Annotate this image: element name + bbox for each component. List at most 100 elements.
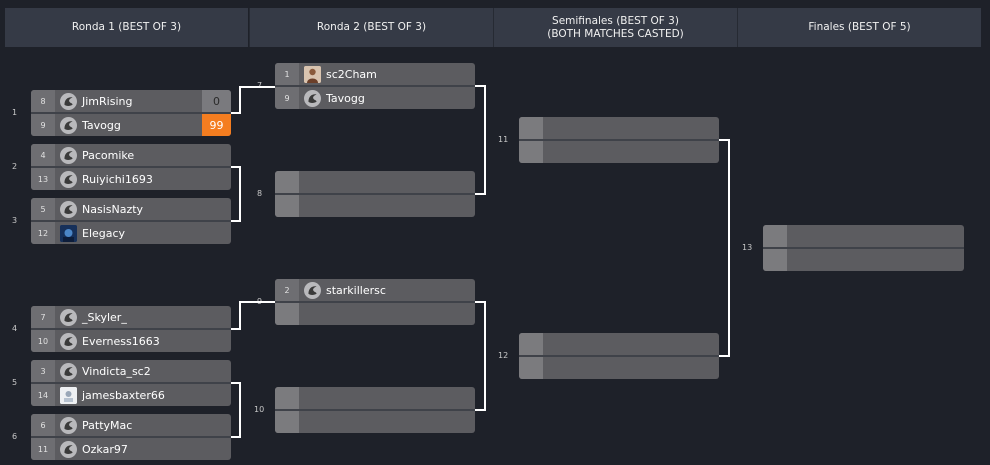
- match-slot-empty[interactable]: [275, 195, 475, 217]
- semifinals-title: Semifinales (BEST OF 3): [552, 14, 679, 27]
- match-slot[interactable]: 14 jamesbaxter66: [31, 384, 231, 406]
- bracket-connector: [728, 139, 730, 357]
- seed-badge: 14: [31, 384, 55, 406]
- match-slot[interactable]: 3 Vindicta_sc2: [31, 360, 231, 382]
- match-slot[interactable]: 13 Ruiyichi1693: [31, 168, 231, 190]
- match-slot-empty[interactable]: [275, 387, 475, 409]
- match-slot[interactable]: 7 _Skyler_: [31, 306, 231, 328]
- player-name: sc2Cham: [326, 67, 377, 81]
- photo-avatar-icon: [304, 65, 321, 83]
- match-number: 13: [742, 243, 753, 252]
- match-slot[interactable]: 2 starkillersc: [275, 279, 475, 301]
- bracket-connector: [231, 436, 241, 438]
- match-number: 12: [498, 351, 509, 360]
- bracket-connector: [239, 166, 241, 222]
- seed-badge: 5: [31, 198, 55, 220]
- player-name: jamesbaxter66: [82, 388, 165, 402]
- round-2-header: Ronda 2 (BEST OF 3): [249, 8, 493, 47]
- player-name: Tavogg: [82, 118, 121, 132]
- player-name: starkillersc: [326, 283, 386, 297]
- match-slot-empty[interactable]: [519, 117, 719, 139]
- match-slot-empty[interactable]: [519, 357, 719, 379]
- match-9[interactable]: 2 starkillersc: [275, 279, 475, 325]
- match-slot[interactable]: 9 Tavogg: [275, 87, 475, 109]
- match-number: 1: [12, 108, 18, 117]
- match-slot-empty[interactable]: [275, 303, 475, 325]
- match-2[interactable]: 4 Pacomike 13 Ruiyichi1693: [31, 144, 231, 190]
- match-11[interactable]: [519, 117, 719, 163]
- match-slot[interactable]: 11 Ozkar97: [31, 438, 231, 460]
- sc2-logo-icon: [304, 89, 321, 107]
- match-slot[interactable]: 9 Tavogg 99: [31, 114, 231, 136]
- sc2-logo-icon: [60, 362, 77, 380]
- finals-title: Finales (BEST OF 5): [808, 21, 911, 33]
- bracket-connector: [231, 220, 241, 222]
- round-1-title: Ronda 1 (BEST OF 3): [71, 21, 182, 33]
- bracket-connector: [231, 112, 240, 114]
- match-slot[interactable]: 10 Everness1663: [31, 330, 231, 352]
- match-number: 10: [254, 405, 265, 414]
- seed-badge: 4: [31, 144, 55, 166]
- match-6[interactable]: 6 PattyMac 11 Ozkar97: [31, 414, 231, 460]
- sc2-logo-icon: [304, 281, 321, 299]
- match-4[interactable]: 7 _Skyler_ 10 Everness1663: [31, 306, 231, 352]
- bracket-connector: [719, 355, 729, 357]
- bracket-connector: [475, 409, 485, 411]
- match-slot[interactable]: 4 Pacomike: [31, 144, 231, 166]
- match-slot[interactable]: 1 sc2Cham: [275, 63, 475, 85]
- sc2-logo-icon: [60, 170, 77, 188]
- bracket-connector: [484, 85, 486, 195]
- finals-header: Finales (BEST OF 5): [737, 8, 981, 47]
- semifinals-subtitle: (BOTH MATCHES CASTED): [547, 27, 684, 40]
- match-number: 4: [12, 324, 18, 333]
- bracket-connector: [239, 86, 241, 114]
- match-slot-empty[interactable]: [519, 333, 719, 355]
- player-name: Vindicta_sc2: [82, 364, 151, 378]
- bracket-connector: [231, 328, 241, 330]
- match-13[interactable]: [763, 225, 964, 271]
- player-name: PattyMac: [82, 418, 133, 432]
- bracket-connector: [719, 139, 729, 141]
- match-10[interactable]: [275, 387, 475, 433]
- semifinals-header: Semifinales (BEST OF 3) (BOTH MATCHES CA…: [493, 8, 737, 47]
- bracket-connector: [231, 166, 241, 168]
- match-slot-empty[interactable]: [763, 249, 964, 271]
- player-name: Everness1663: [82, 334, 160, 348]
- match-number: 7: [257, 81, 262, 90]
- match-slot-empty[interactable]: [275, 411, 475, 433]
- match-8[interactable]: [275, 171, 475, 217]
- custom-avatar-icon: [60, 224, 77, 242]
- bracket-connector: [475, 193, 485, 195]
- seed-badge: 9: [31, 114, 55, 136]
- bracket-connector: [484, 301, 486, 411]
- match-slot[interactable]: 5 NasisNazty: [31, 198, 231, 220]
- player-name: _Skyler_: [82, 310, 127, 324]
- player-name: Elegacy: [82, 226, 126, 240]
- match-7[interactable]: 1 sc2Cham 9 Tavogg: [275, 63, 475, 109]
- match-number: 3: [12, 216, 18, 225]
- match-slot-empty[interactable]: [275, 171, 475, 193]
- match-12[interactable]: [519, 333, 719, 379]
- sc2-logo-icon: [60, 308, 77, 326]
- match-slot[interactable]: 6 PattyMac: [31, 414, 231, 436]
- match-3[interactable]: 5 NasisNazty 12 Elegacy: [31, 198, 231, 244]
- sc2-logo-icon: [60, 332, 77, 350]
- seed-badge: 3: [31, 360, 55, 382]
- match-slot[interactable]: 12 Elegacy: [31, 222, 231, 244]
- match-5[interactable]: 3 Vindicta_sc2 14 jamesbaxter66: [31, 360, 231, 406]
- sc2-logo-icon: [60, 416, 77, 434]
- match-slot-empty[interactable]: [763, 225, 964, 247]
- seed-badge: 13: [31, 168, 55, 190]
- match-number: 11: [498, 135, 509, 144]
- seed-badge: 1: [275, 63, 299, 85]
- round-1-header: Ronda 1 (BEST OF 3): [5, 8, 248, 47]
- seed-badge: 10: [31, 330, 55, 352]
- match-1[interactable]: 8 JimRising 0 9 Tavogg 99: [31, 90, 231, 136]
- match-slot-empty[interactable]: [519, 141, 719, 163]
- seed-badge: 12: [31, 222, 55, 244]
- match-number: 8: [257, 189, 263, 198]
- match-slot[interactable]: 8 JimRising 0: [31, 90, 231, 112]
- player-score-winner: 99: [202, 114, 231, 136]
- match-number: 5: [12, 378, 18, 387]
- seed-badge: 8: [31, 90, 55, 112]
